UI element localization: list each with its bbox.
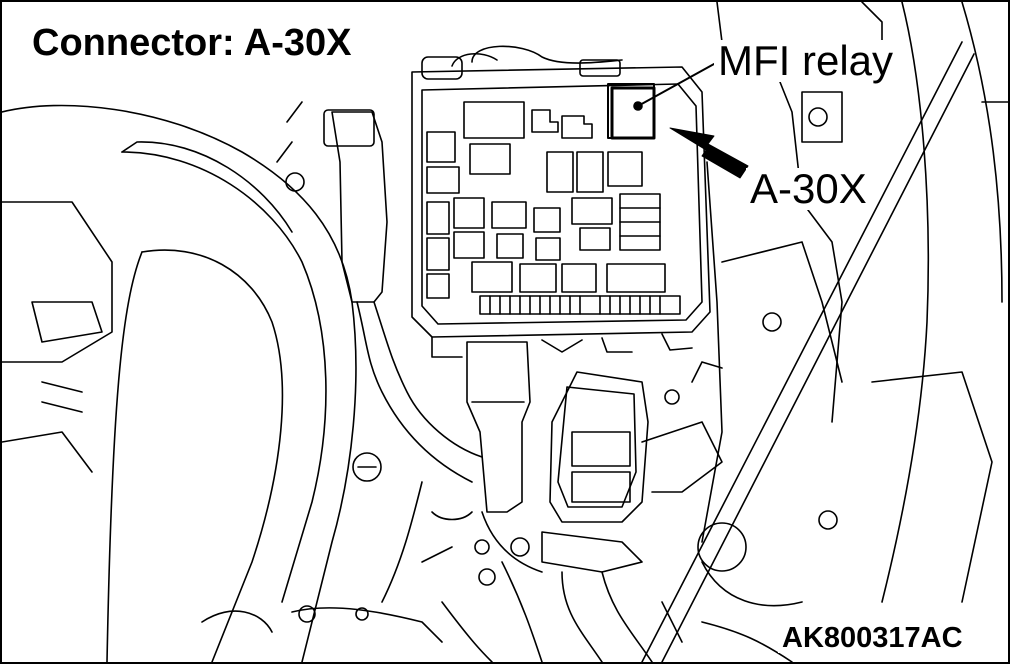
relay-box [411,45,711,358]
connector-arrow-icon [669,127,749,179]
lower-components [291,481,793,662]
right-side-panels [641,2,1008,662]
connector-label: A-30X [746,168,871,210]
diagram-title: Connector: A-30X [32,24,358,64]
figure-code: AK800317AC [778,624,967,653]
mfi-relay [610,86,656,140]
mfi-relay-label: MFI relay [714,40,898,82]
air-intake-duct [2,104,357,662]
connector-block [421,341,653,662]
relay-leader-line [637,63,715,107]
left-harness [276,101,483,483]
